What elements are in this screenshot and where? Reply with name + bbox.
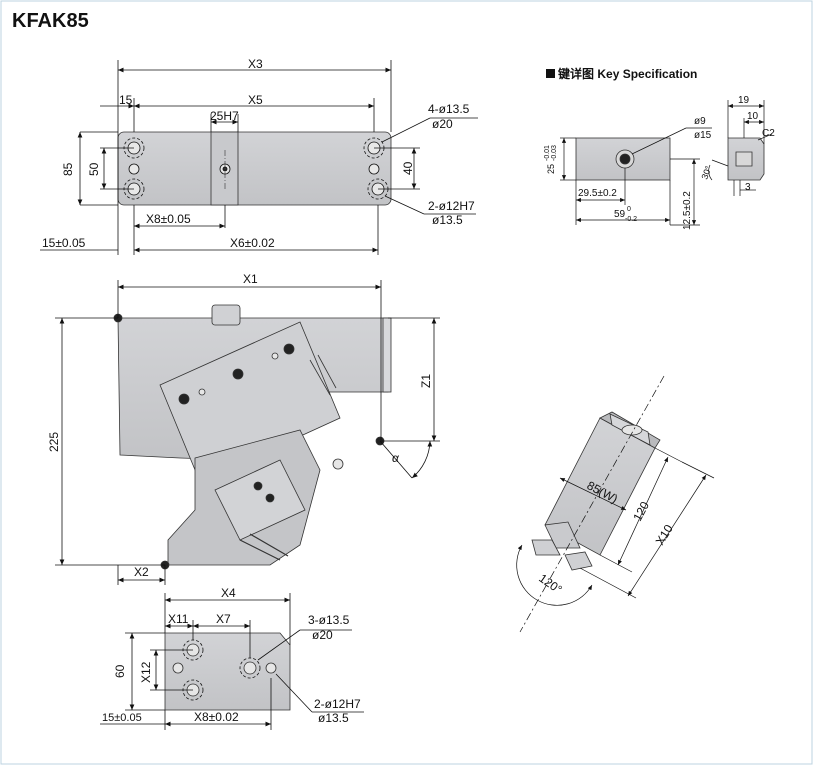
label-key-59-tol-a: 0 (627, 206, 631, 213)
label-key-30deg: 30° (699, 164, 713, 181)
label-bottom-hole-a2: ø20 (312, 628, 333, 642)
label-key-d15: ø15 (694, 130, 712, 141)
label-x1: X1 (243, 272, 258, 286)
label-15: 15 (119, 93, 133, 107)
label-key-tol-dn: -0.03 (551, 145, 558, 161)
label-iso-120: 120 (630, 499, 652, 524)
front-clamp (214, 459, 306, 541)
label-z1: Z1 (419, 374, 433, 388)
front-swing-plate (159, 321, 341, 483)
label-85: 85 (61, 162, 75, 176)
pin-2 (271, 352, 279, 360)
bottom-view-dims (100, 593, 364, 730)
iso-view-dims (516, 375, 715, 633)
front-view (113, 304, 392, 570)
front-view-labels: X1 225 Z1 α X2 (47, 272, 433, 579)
label-key-59-tol-b: -0.2 (625, 216, 637, 223)
bottom-hole-3 (243, 661, 257, 675)
bolt-1 (178, 393, 190, 405)
label-x12: X12 (139, 661, 153, 683)
label-alpha: α (392, 451, 400, 465)
key-hole (619, 153, 631, 165)
label-x8: X8±0.05 (146, 212, 191, 226)
label-key-10: 10 (747, 111, 759, 122)
label-key-tol-up: -0.01 (544, 145, 551, 161)
key-spec-cn: 键详图 (558, 67, 595, 81)
label-iso-x10: X10 (653, 522, 676, 548)
label-bottom-15tol: 15±0.05 (102, 712, 142, 724)
pin-3 (332, 458, 344, 470)
label-key-c2: C2 (762, 128, 775, 139)
key-detail-dims (560, 100, 773, 226)
bolt-3 (283, 343, 295, 355)
front-key-top (211, 304, 241, 326)
bottom-view (164, 632, 291, 711)
label-key-h25: 25 (546, 164, 556, 174)
bolt-2 (232, 368, 244, 380)
label-hole-b2: ø13.5 (432, 213, 463, 227)
bolt-4 (253, 481, 263, 491)
bottom-pin-1 (172, 662, 184, 674)
page-title: KFAK85 (12, 10, 89, 32)
label-bottom-hole-a: 3-ø13.5 (308, 613, 350, 627)
label-15tol: 15±0.05 (42, 236, 86, 250)
label-x5: X5 (248, 93, 263, 107)
label-x2: X2 (134, 565, 149, 579)
label-60: 60 (113, 664, 127, 678)
label-x4: X4 (221, 586, 236, 600)
label-hole-a2: ø20 (432, 117, 453, 131)
label-key-3: 3 (745, 182, 751, 193)
label-bottom-hole-b2: ø13.5 (318, 711, 349, 725)
key-detail-labels: ø9 ø15 25 -0.01 -0.03 29.5±0.2 59 0 -0.2… (544, 95, 775, 230)
label-hole-b: 2-ø12H7 (428, 199, 475, 213)
front-view-dims (55, 280, 440, 585)
pin-1 (198, 388, 206, 396)
pin-hole-left (128, 163, 140, 175)
label-bottom-hole-b: 2-ø12H7 (314, 697, 361, 711)
label-x6: X6±0.02 (230, 236, 275, 250)
key-spec-en: Key Specification (597, 67, 698, 81)
label-hole-a: 4-ø13.5 (428, 102, 470, 116)
top-view-body (117, 131, 392, 206)
top-view (40, 60, 478, 255)
pin-hole-right (368, 163, 380, 175)
key-detail (575, 137, 765, 181)
bottom-view-labels: X4 X11 X7 3-ø13.5 ø20 60 X12 15±0.05 X8±… (102, 586, 361, 725)
label-bottom-x8: X8±0.02 (194, 710, 239, 724)
label-key-19: 19 (738, 95, 750, 106)
front-flange (382, 317, 392, 393)
label-key-59: 59 (614, 209, 626, 220)
label-50: 50 (87, 162, 101, 176)
label-key-125: 12.5±0.2 (682, 191, 693, 230)
label-iso-120deg: 120° (536, 571, 565, 597)
label-x3: X3 (248, 57, 263, 71)
label-25h7: 25H7 (210, 109, 239, 123)
label-key-29: 29.5±0.2 (578, 188, 617, 199)
label-x11: X11 (168, 612, 189, 626)
label-key-d9: ø9 (694, 116, 706, 127)
label-40: 40 (401, 161, 415, 175)
label-225: 225 (47, 432, 61, 452)
iso-hole (621, 424, 643, 436)
bolt-5 (265, 493, 275, 503)
bottom-pin-2 (265, 662, 277, 674)
top-view-labels: X3 X5 15 25H7 4-ø13.5 ø20 85 50 40 2-ø12… (42, 57, 475, 250)
key-spec-heading: 键详图 Key Specification (546, 65, 697, 82)
label-x7: X7 (216, 612, 231, 626)
square-bullet-icon (546, 69, 555, 78)
